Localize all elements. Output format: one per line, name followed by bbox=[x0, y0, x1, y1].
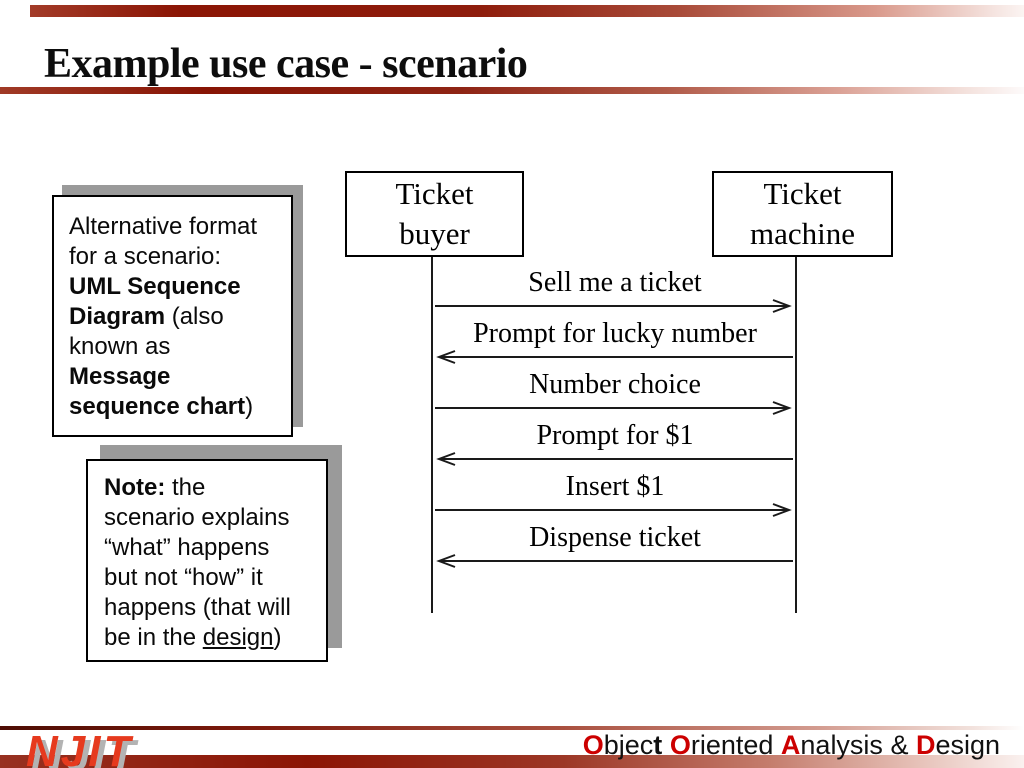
note-line: but not “how” it bbox=[104, 564, 263, 591]
note-line: Message bbox=[69, 363, 171, 390]
message-arrow-left bbox=[435, 349, 793, 365]
note-line: be in the design) bbox=[104, 624, 282, 651]
lifeline-ticket-buyer bbox=[431, 257, 433, 613]
message-label: Prompt for $1 bbox=[536, 420, 694, 451]
message-label: Prompt for lucky number bbox=[473, 318, 757, 349]
note-line: Diagram (also bbox=[69, 303, 224, 330]
message-label: Insert $1 bbox=[565, 471, 665, 502]
note-line: Note: the bbox=[104, 474, 206, 501]
note-box-alternative-format: Alternative format for a scenario: UML S… bbox=[52, 195, 293, 437]
note-line: for a scenario: bbox=[69, 243, 222, 270]
note-line: sequence chart) bbox=[69, 393, 254, 420]
message-arrow-left bbox=[435, 451, 793, 467]
bottom-accent-bar bbox=[0, 755, 1024, 768]
message-label: Number choice bbox=[529, 369, 701, 400]
actor-ticket-buyer: Ticket buyer bbox=[345, 171, 524, 257]
top-accent-bar bbox=[30, 5, 1024, 17]
message-arrow-right bbox=[435, 400, 793, 416]
message-arrow-left bbox=[435, 553, 793, 569]
message-arrow-right bbox=[435, 298, 793, 314]
note-line: “what” happens bbox=[104, 534, 270, 561]
message-label: Sell me a ticket bbox=[528, 267, 702, 298]
note-line: scenario explains bbox=[104, 504, 290, 531]
message-label: Dispense ticket bbox=[529, 522, 701, 553]
note-line: known as bbox=[69, 333, 171, 360]
actor-label: Ticket machine bbox=[749, 176, 855, 251]
title-underline-bar bbox=[0, 87, 1024, 94]
note-box-note: Note: the scenario explains “what” happe… bbox=[86, 459, 328, 662]
actor-ticket-machine: Ticket machine bbox=[712, 171, 893, 257]
page-title: Example use case - scenario bbox=[44, 41, 528, 87]
note-line: UML Sequence bbox=[69, 273, 241, 300]
footer-accent-line bbox=[0, 726, 1024, 730]
actor-label: Ticket buyer bbox=[395, 176, 474, 251]
note-line: Alternative format bbox=[69, 213, 258, 240]
course-title: Object Oriented Analysis & Design bbox=[582, 730, 1000, 760]
message-arrow-right bbox=[435, 502, 793, 518]
note-line: happens (that will bbox=[104, 594, 291, 621]
njit-logo: NJIT bbox=[26, 727, 134, 768]
lifeline-ticket-machine bbox=[795, 257, 797, 613]
